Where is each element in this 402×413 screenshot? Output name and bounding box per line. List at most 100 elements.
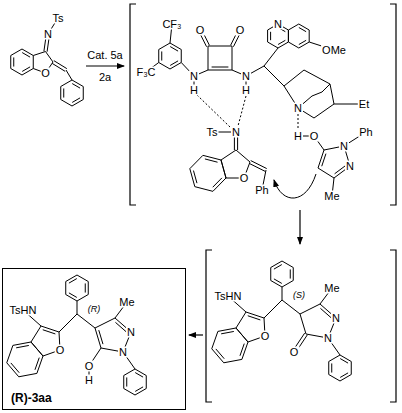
atom-label: N [345, 161, 355, 172]
atom-label: N [118, 347, 128, 358]
bond-line [11, 69, 22, 76]
bond-line [124, 369, 135, 376]
stereo-label: (S) [292, 291, 306, 300]
reaction-arrow [86, 65, 124, 66]
bond-line [221, 150, 236, 160]
bond-line [264, 300, 282, 318]
atom-label: Ph [254, 185, 269, 196]
bond-line [63, 88, 64, 97]
bond-line [288, 30, 289, 42]
bond-line [77, 301, 78, 314]
atom-label: H [189, 85, 199, 96]
bond-line [290, 269, 291, 278]
bond-line [242, 342, 248, 359]
bond-line [213, 178, 222, 187]
bond-line [246, 312, 264, 318]
reagent-label: Cat. 5a [86, 50, 123, 61]
bond-line [170, 47, 178, 52]
bond-line [318, 150, 324, 168]
bond-line [22, 69, 33, 76]
bond-line [31, 326, 41, 342]
bond-line [224, 359, 242, 362]
bond-line [351, 362, 352, 375]
bond-line [288, 24, 298, 30]
bond-line [126, 377, 127, 386]
hydrogen-bond [197, 95, 230, 127]
bond-line [77, 275, 88, 282]
bond-line [299, 27, 306, 31]
bond-line [7, 363, 19, 377]
bond-line [264, 66, 284, 86]
bond-line [322, 84, 330, 92]
curved-arrow [274, 174, 316, 198]
bond-line [22, 53, 30, 58]
bond-line [282, 281, 293, 288]
atom-label: N [189, 71, 199, 82]
bond-line [299, 42, 309, 48]
bond-line [16, 345, 29, 347]
atom-label: Ts [206, 127, 219, 138]
bond-line [72, 80, 83, 87]
bond-line [208, 46, 232, 47]
atom-label: Me [323, 191, 340, 202]
atom-label: N [126, 327, 136, 338]
bond-line [181, 50, 182, 63]
bond-line [271, 281, 282, 288]
bond-line [33, 56, 34, 69]
bond-line [159, 63, 170, 70]
reaction-arrow [189, 334, 203, 335]
bond-line [22, 67, 30, 72]
bond-line [46, 52, 54, 63]
bond-line [69, 293, 77, 298]
bond-line [212, 349, 224, 363]
atom-label: Ts [52, 13, 65, 24]
bond-line [65, 282, 66, 295]
atom-label: Ph [358, 127, 373, 138]
bond-line [248, 316, 261, 320]
bond-line [13, 342, 31, 345]
bond-line [282, 261, 293, 268]
bond-line [60, 87, 61, 100]
bond-line [318, 168, 334, 178]
bond-line [66, 275, 77, 282]
atom-label: N [331, 313, 341, 324]
reaction-arrow [299, 210, 300, 244]
bond-line [284, 70, 304, 86]
atom-label: CF₃ [161, 19, 182, 30]
hydrogen-bond [238, 96, 246, 126]
bond-line [232, 46, 233, 70]
bond-line [123, 376, 124, 389]
bond-line [340, 355, 351, 362]
bracket [206, 250, 212, 402]
bond-line [83, 87, 84, 100]
bond-line [205, 159, 218, 162]
bond-line [282, 287, 283, 300]
bond-line [264, 48, 278, 66]
bond-line [274, 265, 282, 270]
atom-label: OMe [321, 45, 347, 56]
bond-line [31, 342, 43, 356]
bond-line [329, 375, 340, 382]
hydrogen-bond [298, 114, 299, 130]
bond-line [35, 358, 39, 370]
atom-label: F₃C [135, 67, 156, 78]
bond-line [249, 163, 265, 171]
atom-label: O [235, 25, 246, 36]
product-box: (R)-3aa [2, 268, 186, 410]
bond-line [135, 387, 143, 392]
bond-line [304, 70, 330, 84]
bond-line [216, 349, 224, 359]
atom-label: H [84, 375, 94, 386]
reagent-label: 2a [98, 72, 112, 83]
atom-label: O [195, 25, 206, 36]
bond-line [135, 369, 146, 376]
bond-line [221, 160, 226, 178]
atom-label: N [323, 333, 333, 344]
bond-line [170, 43, 181, 50]
bond-line [72, 100, 83, 107]
bond-line [115, 322, 126, 332]
bond-line [240, 344, 244, 356]
bond-line [251, 161, 267, 169]
bond-line [161, 51, 162, 60]
bond-line [170, 61, 178, 66]
